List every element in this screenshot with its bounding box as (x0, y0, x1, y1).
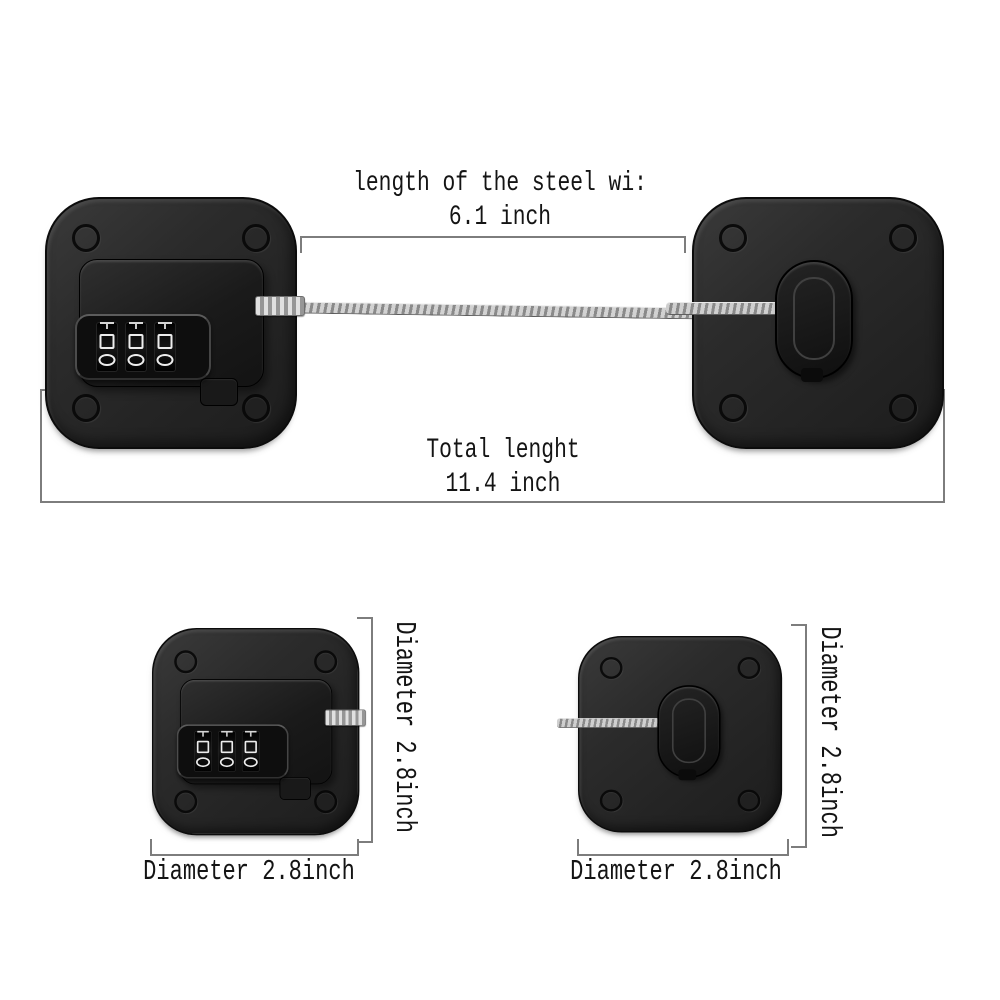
dial-panel (176, 724, 289, 779)
screw-recess (599, 657, 623, 679)
screw-recess (737, 789, 761, 812)
dial-digit-bottom (156, 354, 174, 366)
screw-recess (174, 650, 198, 674)
dial-digit-top (196, 740, 210, 754)
wire-ferrule (324, 709, 366, 726)
bottom-right-width-bracket (577, 839, 789, 856)
dial-digit-bottom (98, 354, 116, 366)
screw-recess (72, 394, 100, 422)
dial-digit-bottom (243, 757, 258, 768)
combination-dial (125, 322, 147, 372)
screw-recess (72, 224, 100, 252)
total-length-label: Total lenght (426, 435, 580, 466)
anchor-boss-tab (678, 769, 697, 781)
dial-digit-bottom (219, 757, 234, 768)
dial-digit-bottom (127, 354, 145, 366)
anchor-pad-small (556, 636, 783, 833)
screw-recess (174, 790, 198, 814)
dial-digit-top (128, 334, 144, 349)
combination-lock-pad-small (152, 628, 366, 836)
screw-recess (314, 790, 338, 814)
screw-recess (889, 224, 917, 252)
screw-recess (737, 657, 761, 679)
combination-dial (193, 730, 213, 773)
screw-recess (242, 224, 270, 252)
screw-recess (719, 224, 747, 252)
dial-digit-top (157, 334, 173, 349)
anchor-boss-inner (671, 698, 706, 764)
total-length-value: 11.4 inch (445, 469, 561, 500)
screw-recess (719, 394, 747, 422)
steel-wire-dimension-bracket (300, 236, 686, 253)
anchor-pad (666, 197, 944, 449)
wire-stub (556, 717, 659, 729)
combination-lock-pad (45, 197, 305, 449)
dial-digit-top (99, 334, 115, 349)
bottom-left-width-label: Diameter 2.8inch (143, 855, 355, 888)
bottom-left-width-bracket (150, 839, 359, 856)
latch-tab (279, 776, 311, 801)
dial-digit-top (244, 740, 257, 754)
dial-digit-bottom (196, 757, 211, 768)
dial-digit-top (220, 740, 234, 754)
steel-wire-length-label: length of the steel wi: (353, 168, 647, 199)
anchor-boss (775, 260, 853, 382)
latch-tab (200, 378, 238, 406)
anchor-boss (657, 685, 721, 781)
bottom-left-height-bracket (357, 617, 373, 843)
combination-dial (96, 322, 118, 372)
bottom-right-height-label: Diameter 2.8inch (813, 626, 846, 838)
anchor-boss-tab (801, 368, 823, 382)
screw-recess (889, 394, 917, 422)
combination-dial (217, 730, 236, 773)
wire-stub (666, 302, 792, 315)
bottom-right-width-label: Diameter 2.8inch (570, 855, 782, 888)
screw-recess (314, 650, 338, 674)
screw-recess (242, 394, 270, 422)
steel-wire-length-value: 6.1 inch (448, 202, 552, 233)
bottom-left-height-label: Diameter 2.8inch (388, 621, 421, 833)
bottom-right-height-bracket (791, 624, 807, 848)
combination-dial (154, 322, 176, 372)
combination-dial (241, 730, 260, 773)
anchor-boss-inner (793, 277, 835, 360)
wire-ferrule (255, 296, 305, 316)
screw-recess (599, 789, 623, 812)
dial-panel (75, 314, 211, 380)
